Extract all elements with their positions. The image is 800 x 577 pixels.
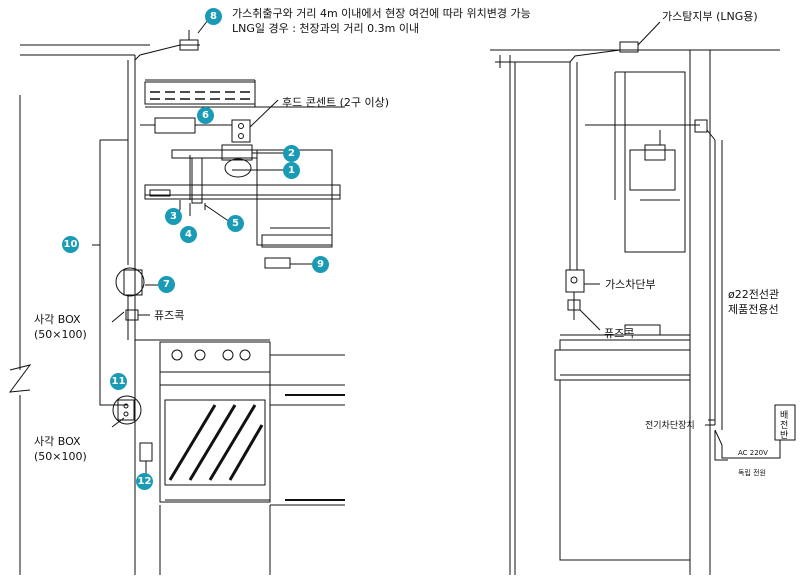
marker-4: 4 <box>180 226 197 243</box>
marker-10: 10 <box>62 236 79 253</box>
gas-shutoff-label: 가스차단부 <box>605 278 656 291</box>
square-box-2-size: (50×100) <box>34 450 87 463</box>
gas-detector-label: 가스탐지부 (LNG용) <box>662 10 758 23</box>
marker-11: 11 <box>110 373 127 390</box>
breaker-device-label: 전기차단장치 <box>645 421 695 431</box>
panel-label-1: 배 <box>780 411 789 421</box>
marker-3: 3 <box>165 208 182 225</box>
marker-5: 5 <box>227 215 244 232</box>
marker-7: 7 <box>158 276 175 293</box>
marker-9: 9 <box>312 256 329 273</box>
marker-6: 6 <box>197 107 214 124</box>
independent-power-label: 독립 전원 <box>738 469 766 477</box>
square-box-1-size: (50×100) <box>34 328 87 341</box>
hood-outlet-label: 후드 콘센트 (2구 이상) <box>282 96 390 109</box>
hood-vent-slots <box>150 91 250 100</box>
fuse-cock-right-label: 퓨즈콕 <box>604 327 635 340</box>
fuse-cock-left-label: 퓨즈콕 <box>154 309 185 322</box>
square-box-1-label: 사각 BOX <box>34 313 81 326</box>
note-line-1: 가스취출구와 거리 4m 이내에서 현장 여건에 따라 위치변경 가능 <box>232 7 531 20</box>
marker-12: 12 <box>136 473 153 490</box>
marker-2: 2 <box>283 145 300 162</box>
panel-label-3: 반 <box>780 431 789 441</box>
marker-1: 1 <box>283 162 300 179</box>
oven-glass-hatch <box>168 404 264 481</box>
panel-label-2: 전 <box>780 421 789 431</box>
conduit-label-1: ø22전선관 <box>728 288 780 301</box>
burner-knobs <box>171 349 251 361</box>
marker-8: 8 <box>205 8 222 25</box>
ac-voltage-label: AC 220V <box>738 449 768 457</box>
square-box-2-label: 사각 BOX <box>34 435 81 448</box>
note-line-2: LNG일 경우 : 천장과의 거리 0.3m 이내 <box>232 22 420 35</box>
conduit-label-2: 제품전용선 <box>728 303 779 316</box>
